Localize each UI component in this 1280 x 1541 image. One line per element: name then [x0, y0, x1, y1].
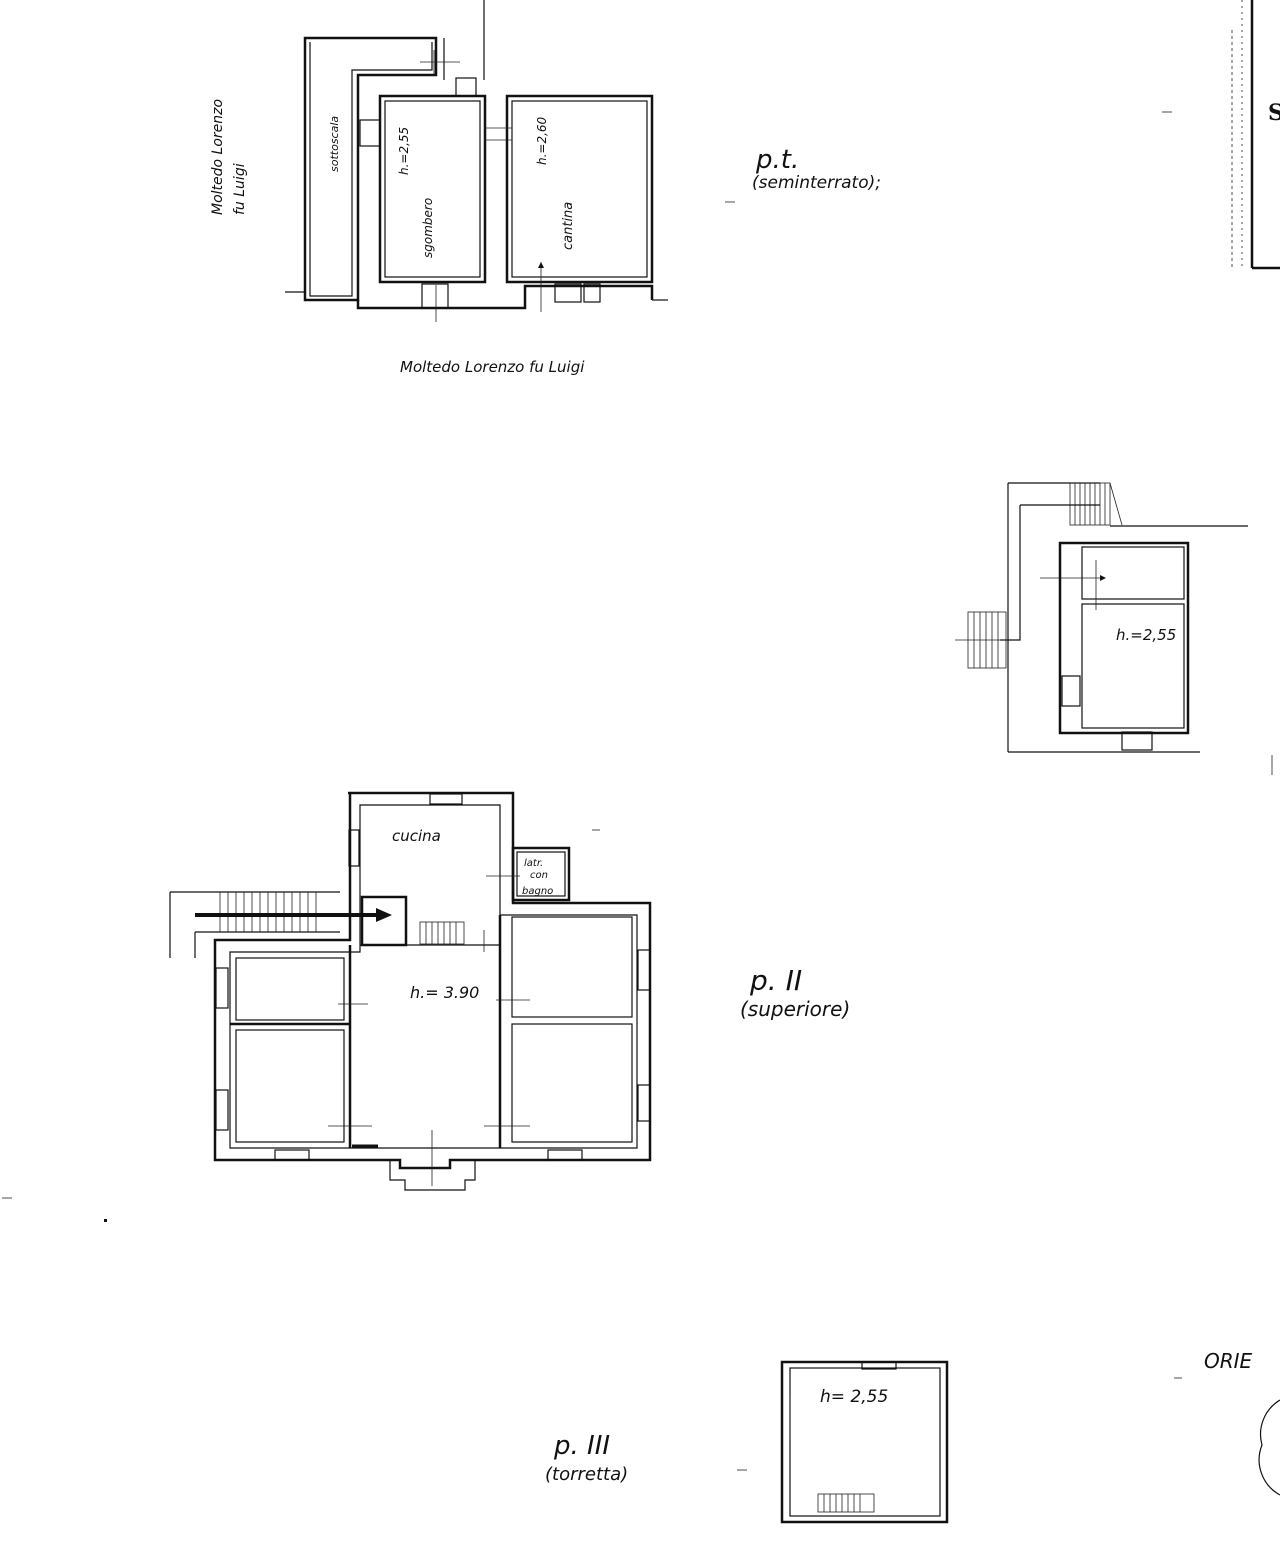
left-lower-room: [235, 1029, 345, 1143]
annex-arrow: [1100, 575, 1106, 581]
tower-window: [861, 1361, 897, 1370]
right-lower-room: [511, 1023, 633, 1143]
window: [637, 1084, 651, 1122]
tower-inner-walls: [789, 1367, 941, 1517]
interior-stair: [419, 921, 465, 945]
cellar-height-label: h.=2,60: [535, 116, 549, 165]
annex-door: [1121, 731, 1153, 751]
tower-outer-walls: [780, 1360, 949, 1524]
compass-rose-arc: [1258, 1399, 1280, 1496]
window: [215, 967, 229, 1009]
neighbor-bottom-label: Moltedo Lorenzo fu Luigi: [400, 358, 585, 376]
second-floor-title: p. II: [749, 964, 802, 997]
corridor-label: sottoscala: [328, 116, 341, 172]
window: [637, 949, 651, 991]
third-floor-plan: h= 2,55 p. III (torretta): [545, 1360, 949, 1524]
corridor-walls: [303, 36, 438, 302]
neighbor-left-line1: Moltedo Lorenzo: [210, 99, 226, 215]
third-floor-subtitle: (torretta): [545, 1464, 628, 1485]
bath-label-line2: con: [530, 870, 548, 881]
entrance-door: [421, 283, 449, 309]
cellar-room: [505, 94, 654, 284]
left-upper-room: [235, 957, 345, 1021]
title-block-edge: S: [1162, 0, 1280, 270]
stair-landing: [360, 895, 408, 947]
window: [348, 829, 360, 867]
bath-label-line3: bagno: [522, 886, 553, 897]
annex-height-label: h.=2,55: [1116, 626, 1176, 644]
cellar-window: [583, 283, 601, 303]
side-window: [359, 119, 381, 147]
third-floor-title: p. III: [553, 1431, 610, 1461]
ground-floor-plan: sottoscala h.=2,55 sgombero h.=2,60 cant…: [210, 0, 881, 376]
tower-height-label: h= 2,55: [820, 1387, 888, 1407]
cellar-window: [554, 283, 582, 303]
cellar-room-inner: [511, 100, 648, 278]
second-floor-inner-walls: [229, 804, 638, 1149]
dot-mark: [104, 1219, 107, 1222]
second-floor-subtitle: (superiore): [740, 997, 850, 1021]
annex-stair-left: [955, 611, 1008, 669]
corridor-inner-line: [309, 42, 433, 297]
storage-height-label: h.=2,55: [397, 127, 411, 175]
bathroom-inner: [516, 851, 566, 897]
tower-stair: [817, 1493, 875, 1513]
ground-floor-title: p.t.: [755, 145, 799, 175]
storage-room: [378, 94, 487, 284]
hall-height-label: h.= 3.90: [410, 983, 479, 1002]
kitchen-window: [429, 793, 463, 805]
kitchen-label: cucina: [392, 827, 441, 845]
annex-building: [1058, 541, 1190, 735]
window: [547, 1149, 583, 1161]
stair-block: [455, 77, 477, 97]
annex-window: [1061, 675, 1081, 707]
neighbor-left-line2: fu Luigi: [232, 163, 248, 215]
orientation-block: ORIE: [1174, 1349, 1280, 1496]
window: [274, 1149, 310, 1161]
bathroom: [511, 846, 571, 902]
cellar-name-label: cantina: [561, 202, 576, 250]
exterior-stair: [169, 891, 392, 958]
bath-label-line1: latr.: [524, 858, 543, 869]
annex-stair-top: [1069, 482, 1123, 526]
window: [215, 1089, 229, 1131]
storage-name-label: sgombero: [421, 198, 435, 258]
bottom-wall: [356, 284, 654, 310]
right-upper-room: [511, 916, 633, 1018]
annex-small-room: [1081, 546, 1185, 600]
annex-plan: h.=2,55: [955, 482, 1248, 753]
edge-letter: S: [1268, 100, 1280, 126]
second-floor-plan: cucina latr. con bagno h.= 3.90 p. II (s…: [169, 791, 850, 1191]
entry-arrow: [538, 262, 544, 268]
ground-floor-subtitle: (seminterrato);: [752, 173, 881, 193]
orientation-label: ORIE: [1204, 1349, 1253, 1373]
entrance-step: [389, 1160, 476, 1191]
second-floor-outer-walls: [213, 791, 652, 1170]
storage-room-inner: [384, 100, 481, 278]
annex-main-room: [1081, 603, 1185, 729]
